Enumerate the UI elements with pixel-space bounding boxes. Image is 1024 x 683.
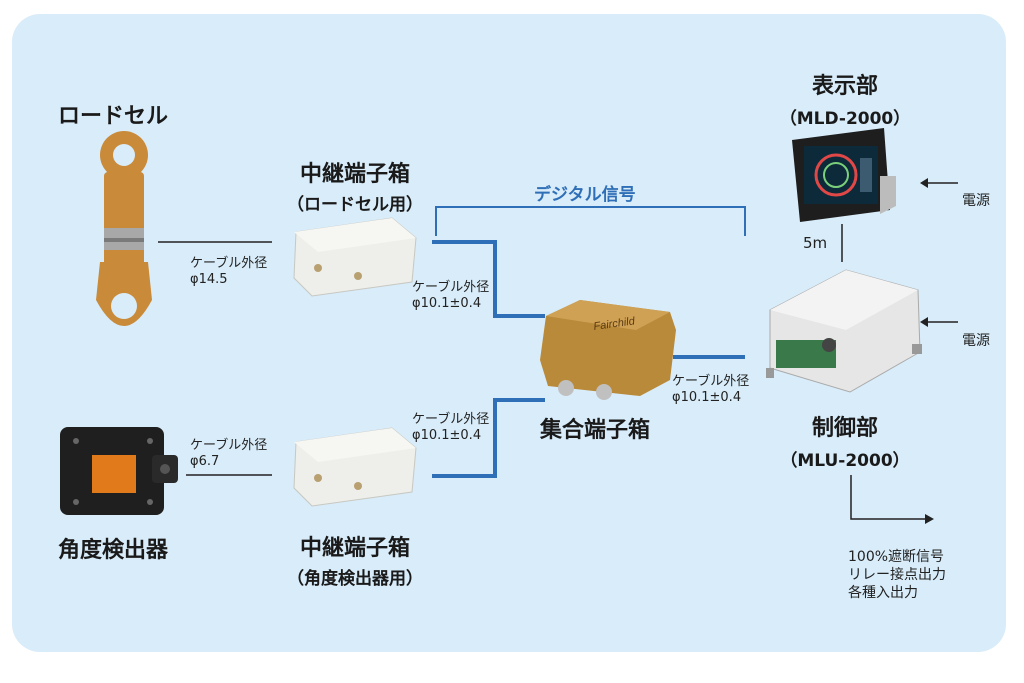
output-arrow	[850, 475, 925, 520]
cable-junction-line1: ケーブル外径	[672, 374, 750, 389]
cable-relay-angle-line1: ケーブル外径	[412, 412, 490, 427]
cable-angle-line2: φ6.7	[190, 454, 220, 469]
relay-load-cable	[432, 240, 545, 318]
relay-box-load-subtitle: （ロードセル用）	[287, 195, 423, 215]
display-unit-title: 表示部	[811, 74, 878, 99]
output-arrowhead	[925, 514, 934, 524]
cable-load-cell-label: ケーブル外径 φ14.5	[190, 256, 267, 288]
cable-angle-label: ケーブル外径 φ6.7	[190, 438, 267, 470]
relay-box-load-image	[293, 217, 417, 297]
cable-relay-angle-label: ケーブル外径 φ10.1±0.4	[412, 412, 489, 444]
junction-box-title: 集合端子箱	[540, 418, 651, 443]
cable-junction-line2: φ10.1±0.4	[672, 390, 742, 405]
digital-signal-bracket	[435, 206, 746, 236]
distance-label: 5m	[803, 234, 828, 252]
control-unit-title: 制御部	[811, 416, 878, 441]
cable-angle-line1: ケーブル外径	[190, 438, 268, 453]
relay-box-angle-subtitle: （角度検出器用）	[287, 569, 423, 589]
load-cell-image	[96, 131, 152, 326]
cable-relay-load-label: ケーブル外径 φ10.1±0.4	[412, 280, 489, 312]
output-item: 各種入出力	[848, 585, 918, 601]
cable-relay-angle-line2: φ10.1±0.4	[412, 428, 482, 443]
output-list: 100%遮断信号 リレー接点出力 各種入出力	[848, 548, 946, 602]
power-label-control: 電源	[962, 333, 990, 349]
output-item: 100%遮断信号	[848, 549, 945, 565]
display-unit-label: 表示部 （MLD-2000）	[770, 68, 920, 129]
display-unit-model: （MLD-2000）	[779, 109, 911, 129]
output-item: リレー接点出力	[848, 567, 946, 583]
cable-load-cell-line1: ケーブル外径	[190, 256, 268, 271]
control-unit-image	[766, 269, 922, 393]
digital-signal-label: デジタル信号	[534, 185, 636, 205]
relay-box-load-label: 中継端子箱 （ロードセル用）	[270, 156, 440, 215]
relay-box-angle-label: 中継端子箱 （角度検出器用）	[262, 530, 448, 589]
cable-relay-load-line2: φ10.1±0.4	[412, 296, 482, 311]
cable-junction-label: ケーブル外径 φ10.1±0.4	[672, 374, 749, 406]
angle-detector-title: 角度検出器	[58, 538, 169, 563]
cable-load-cell-line2: φ14.5	[190, 272, 228, 287]
power-arrowhead-control	[920, 317, 928, 327]
control-unit-label: 制御部 （MLU-2000）	[770, 410, 920, 471]
relay-box-load-title: 中継端子箱	[299, 162, 410, 187]
relay-box-angle-title: 中継端子箱	[299, 536, 410, 561]
control-unit-model: （MLU-2000）	[780, 451, 910, 471]
power-arrowhead-display	[920, 178, 928, 188]
cable-relay-load-line1: ケーブル外径	[412, 280, 490, 295]
relay-box-angle-image	[293, 427, 417, 507]
load-cell-title: ロードセル	[58, 104, 169, 129]
display-unit-image	[792, 128, 896, 222]
power-label-display: 電源	[962, 193, 990, 209]
junction-brand-label: Fairchild	[593, 315, 637, 333]
relay-angle-cable	[432, 398, 545, 478]
junction-box-image	[540, 300, 676, 400]
angle-detector-image	[60, 427, 178, 515]
